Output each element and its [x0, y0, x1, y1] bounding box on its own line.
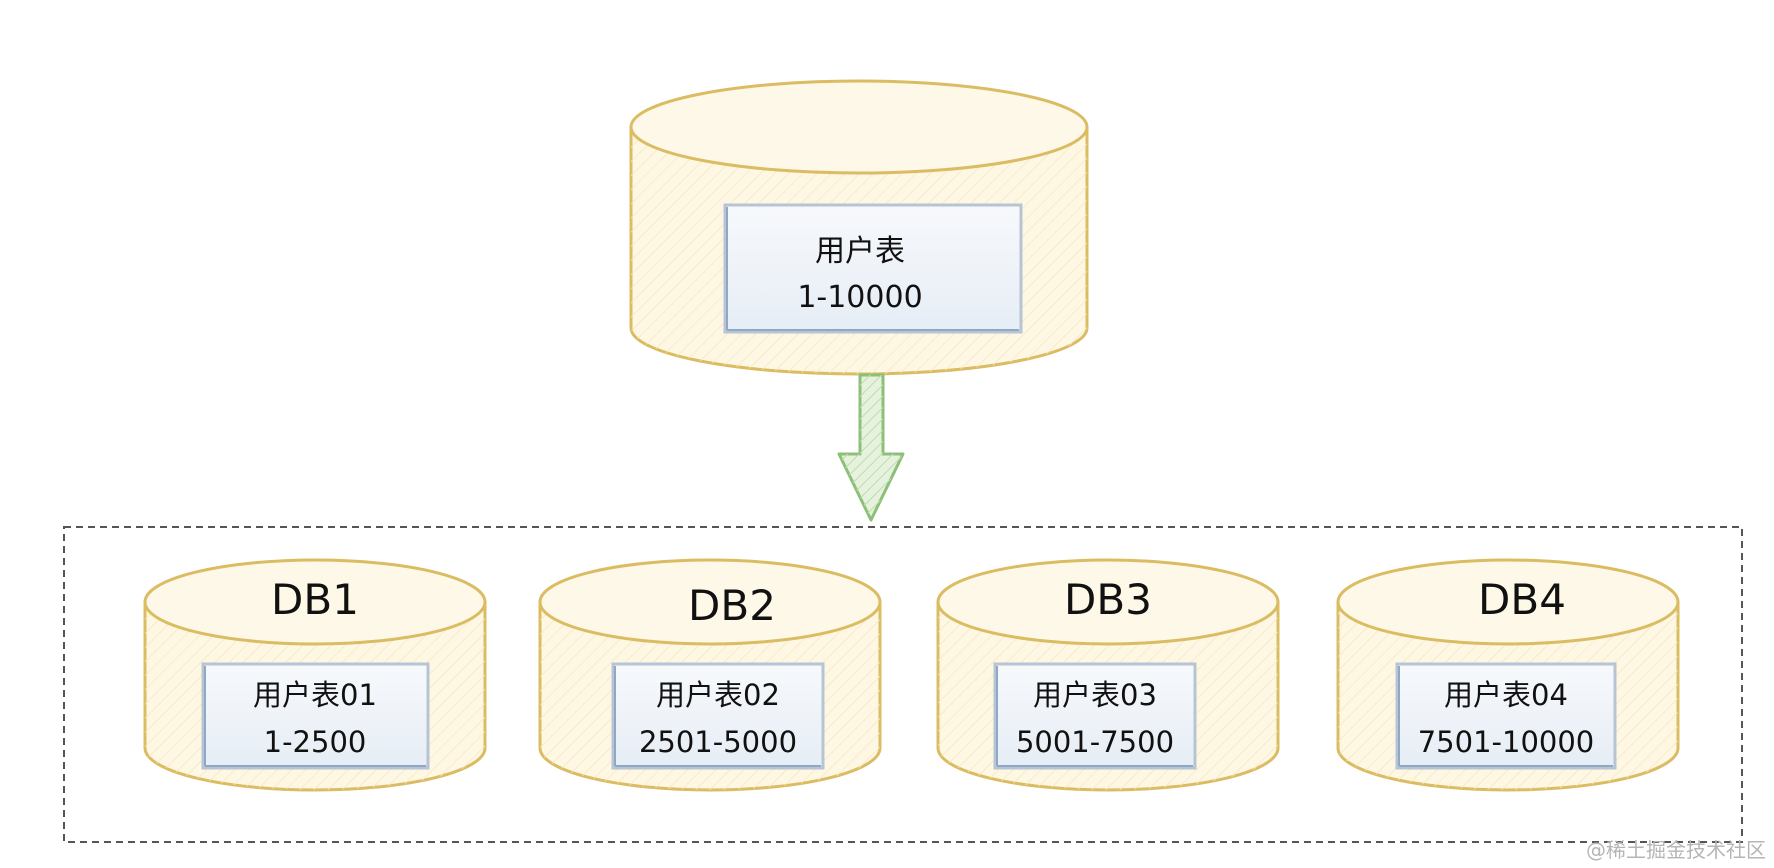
- shard-db3-range: 5001-7500: [1016, 725, 1174, 759]
- split-arrow: [837, 373, 905, 522]
- shard-db1-table-label: 用户表01: [253, 678, 377, 712]
- shard-group-border: [63, 526, 1743, 843]
- shard-db2-cylinder: DB2 用户表02 2501-5000: [538, 558, 882, 792]
- shard-db2-range: 2501-5000: [639, 725, 797, 759]
- shard-db1-name: DB1: [271, 575, 359, 624]
- shard-db4-range: 7501-10000: [1418, 725, 1595, 759]
- shard-db2-table-box: 用户表02 2501-5000: [611, 662, 825, 770]
- shard-db4-table-label: 用户表04: [1444, 678, 1568, 712]
- source-table-label: 用户表: [815, 234, 905, 269]
- shard-db3-table-box: 用户表03 5001-7500: [993, 662, 1197, 770]
- source-cylinder-top: [629, 79, 1089, 175]
- source-database-cylinder: 用户表 1-10000: [629, 79, 1089, 376]
- shard-db3-cylinder: DB3 用户表03 5001-7500: [936, 558, 1280, 792]
- source-table-range: 1-10000: [797, 280, 922, 315]
- shard-db1-table-box: 用户表01 1-2500: [201, 662, 430, 770]
- shard-db1-cylinder: DB1 用户表01 1-2500: [143, 558, 487, 792]
- shard-db3-name: DB3: [1064, 575, 1152, 624]
- watermark-text: @稀土掘金技术社区: [1586, 838, 1766, 862]
- shard-db4-cylinder: DB4 用户表04 7501-10000: [1336, 558, 1680, 792]
- shard-db2-table-label: 用户表02: [656, 678, 780, 712]
- shard-db2-name: DB2: [688, 581, 776, 630]
- shard-db3-table-label: 用户表03: [1033, 678, 1157, 712]
- shard-db4-table-box: 用户表04 7501-10000: [1395, 662, 1617, 770]
- shard-db4-name: DB4: [1478, 575, 1566, 624]
- source-table-box: 用户表 1-10000: [723, 203, 1023, 334]
- shard-db1-range: 1-2500: [264, 725, 367, 759]
